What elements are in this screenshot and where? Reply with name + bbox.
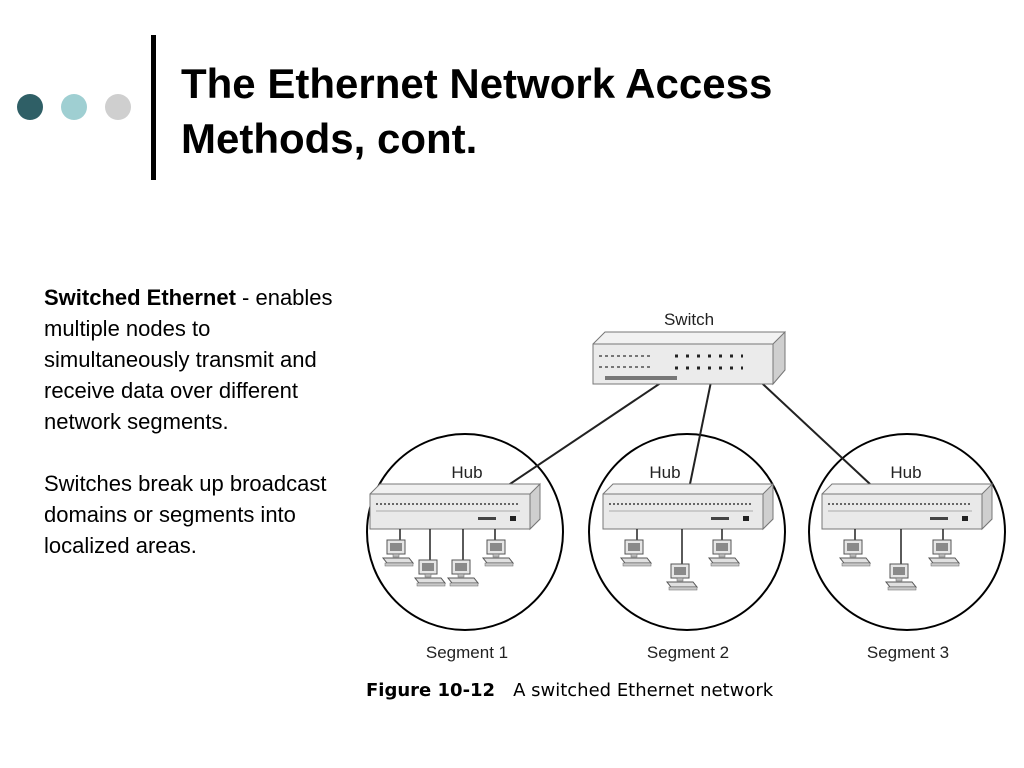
segment-3-label: Segment 3 bbox=[867, 643, 949, 662]
switched-ethernet-diagram: Switch Hub Hub Hub Segment 1 Segment 2 S… bbox=[366, 310, 1006, 662]
hub-2 bbox=[602, 483, 774, 530]
figure-number: Figure 10-12 bbox=[366, 680, 496, 701]
term-switched-ethernet: Switched Ethernet bbox=[44, 285, 236, 310]
computer-icon bbox=[620, 539, 652, 567]
bullet-dot-dark bbox=[17, 94, 43, 120]
title-bullet-dots bbox=[17, 94, 132, 120]
link-switch-hub-2 bbox=[689, 371, 714, 485]
computer-icon bbox=[482, 539, 514, 567]
definition-text: - enables multiple nodes to simultaneous… bbox=[44, 285, 333, 434]
segment-2-circle bbox=[588, 433, 786, 631]
hub-3 bbox=[821, 483, 993, 530]
segment-2-label: Segment 2 bbox=[647, 643, 729, 662]
title-line-2: Methods, cont. bbox=[181, 115, 478, 162]
figure-caption: Figure 10-12 A switched Ethernet network bbox=[366, 680, 773, 701]
network-diagram: Switch Hub Hub Hub Segment 1 Segment 2 S… bbox=[355, 300, 1015, 710]
segment-1-label: Segment 1 bbox=[426, 643, 508, 662]
computer-icon bbox=[414, 559, 446, 587]
slide-title: The Ethernet Network Access Methods, con… bbox=[181, 56, 981, 166]
switch-label: Switch bbox=[664, 310, 714, 329]
body-text: Switched Ethernet - enables multiple nod… bbox=[44, 282, 334, 592]
link-switch-hub-3 bbox=[749, 371, 871, 485]
title-divider-bar bbox=[151, 35, 156, 180]
segment-1-cables bbox=[399, 529, 496, 562]
computer-icon bbox=[382, 539, 414, 567]
segment-2-cables bbox=[636, 529, 723, 566]
computer-icon bbox=[839, 539, 871, 567]
link-switch-hub-1 bbox=[506, 371, 678, 487]
computer-icon bbox=[708, 539, 740, 567]
segment-1-circle bbox=[366, 433, 564, 631]
hub-3-label: Hub bbox=[890, 463, 921, 482]
computer-icon bbox=[928, 539, 960, 567]
hub-1-label: Hub bbox=[451, 463, 482, 482]
bullet-dot-gray bbox=[105, 94, 131, 120]
computer-icon bbox=[885, 563, 917, 591]
figure-caption-text: A switched Ethernet network bbox=[513, 680, 774, 701]
hub-1 bbox=[369, 483, 541, 530]
hub-2-label: Hub bbox=[649, 463, 680, 482]
segment-3-circle bbox=[808, 433, 1006, 631]
computer-icon bbox=[666, 563, 698, 591]
title-line-1: The Ethernet Network Access bbox=[181, 60, 773, 107]
paragraph-switched-ethernet: Switched Ethernet - enables multiple nod… bbox=[44, 282, 334, 437]
bullet-dot-teal bbox=[61, 94, 87, 120]
paragraph-switches: Switches break up broadcast domains or s… bbox=[44, 471, 327, 558]
switch-device bbox=[592, 330, 786, 386]
computer-icon bbox=[447, 559, 479, 587]
